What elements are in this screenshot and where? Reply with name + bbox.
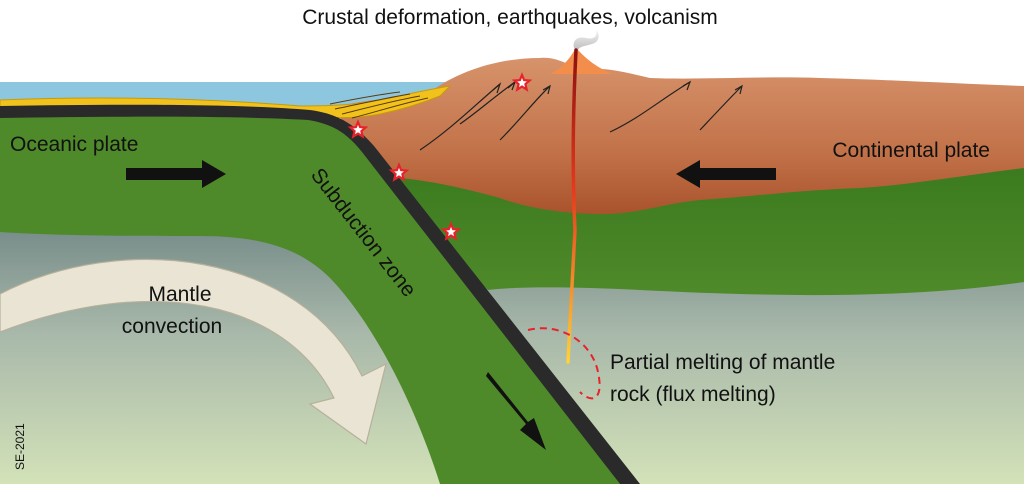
continental-crust [330,57,1024,214]
earthquake-star-icon [388,162,410,182]
accretionary-hatching [329,91,429,119]
oceanic-plate [0,110,620,484]
earthquake-stars [347,72,533,241]
volcanic-plume [573,30,599,50]
continental-plate-label: Continental plate [832,139,990,162]
oceanic-plate-label: Oceanic plate [10,133,138,156]
crustal-faults [419,80,743,151]
down-right-arrow-icon [486,372,546,450]
left-arrow-icon [676,160,776,188]
mantle-convection-label-line1: Mantle [148,283,211,306]
curved-arrow-icon [0,258,387,446]
magma-conduit-icon [566,48,578,364]
earthquake-star-icon [511,72,533,92]
earthquake-star-icon [347,119,369,139]
right-arrow-icon [126,160,226,188]
partial-melting-label-line1: Partial melting of mantle [610,351,835,374]
partial-melting-label-line2: rock (flux melting) [610,383,776,406]
mantle-convection-label-line2: convection [122,315,222,338]
credit-label: SE-2021 [13,423,27,470]
volcano-icon [550,48,612,74]
dashed-melt-zone-icon [527,327,601,400]
diagram-title: Crustal deformation, earthquakes, volcan… [302,6,718,29]
earthquake-star-icon [440,221,462,241]
